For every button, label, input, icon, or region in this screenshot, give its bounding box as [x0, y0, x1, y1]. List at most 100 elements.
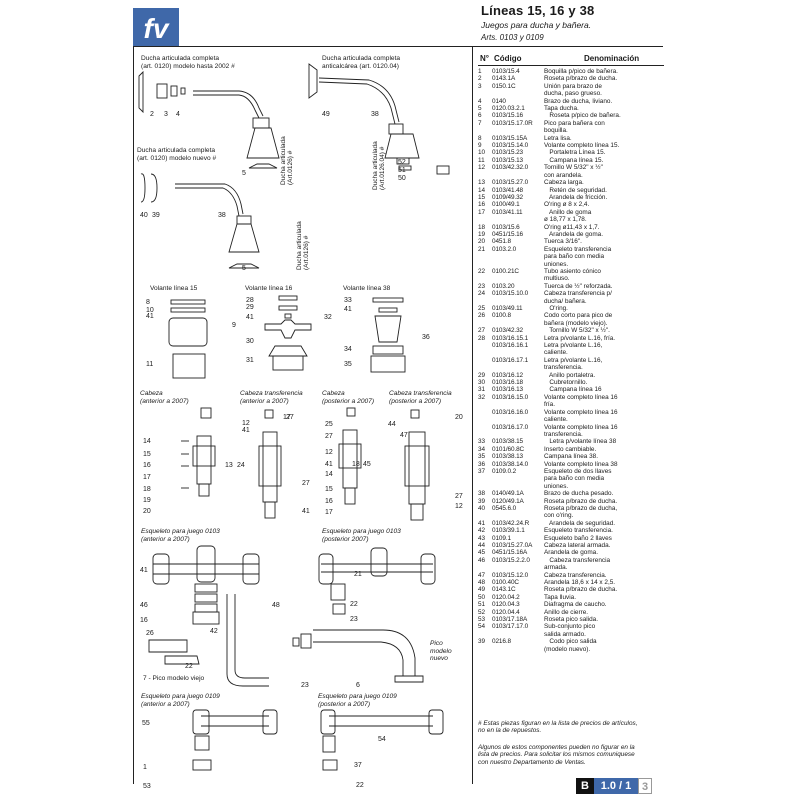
row-name: Arandela de seguridad.: [544, 519, 616, 527]
callout-number: 55: [142, 720, 150, 727]
label-shower-anticalc: Ducha articulada completa anticalcárea (…: [322, 55, 401, 70]
valve-head-1: [181, 407, 216, 497]
row-name: Sub-conjunto pico salida armado.: [544, 623, 596, 638]
row-code: 0103/41.48: [492, 186, 523, 194]
row-number: 47: [478, 571, 486, 579]
row-number: 53: [478, 616, 486, 624]
callout-number: 38: [371, 111, 379, 118]
body-0109-old: [192, 709, 278, 771]
row-name: Esqueleto de dos llaves para baño con me…: [544, 467, 612, 490]
callout-number: 1: [143, 764, 147, 771]
logo-text: fv: [144, 13, 170, 44]
callout-number: 36: [422, 334, 430, 341]
row-number: 8: [478, 134, 482, 142]
row-number: 34: [478, 445, 486, 453]
row-number: 25: [478, 305, 486, 312]
callout-number: 16: [140, 617, 148, 624]
callout-number: 54: [378, 736, 386, 743]
row-code: 0103/16.15.0: [492, 393, 529, 401]
col-num-header: N°: [480, 54, 489, 63]
row-name: Roseta p/brazo de ducha.: [544, 586, 618, 594]
row-name: Retén de seguridad.: [544, 186, 607, 194]
row-name: Volante completo línea 16 transferencia.: [544, 423, 618, 438]
page-indicator: B 1.0 / 1 3: [576, 778, 652, 794]
row-code: 0120.04.4: [492, 608, 520, 616]
row-code: 0103/42.32.0: [492, 164, 529, 172]
row-number: 21: [478, 245, 486, 253]
label-ducha-art-1: Ducha articulada (Art.0126) #: [280, 136, 294, 185]
callout-number: 50: [398, 175, 406, 182]
row-code: 0103/38.14.0: [492, 460, 529, 468]
callout-number: 41: [146, 313, 154, 320]
callout-number: 30: [246, 338, 254, 345]
handle-line-16: [264, 295, 312, 371]
callout-number: 31: [246, 357, 254, 364]
row-number: 3: [478, 82, 482, 90]
label-spout-old: 7 - Pico modelo viejo: [143, 675, 205, 682]
row-code: 0103/15.17.0R: [492, 119, 533, 127]
callout-number: 32: [324, 314, 332, 321]
row-name: Volante completo línea 16 fría.: [544, 393, 618, 409]
callout-number: 47: [400, 432, 408, 439]
row-number: 39: [478, 638, 486, 646]
callout-number: 37: [354, 762, 362, 769]
row-name: Tornillo W 5/32" x ½" con arandela.: [544, 164, 603, 179]
row-number: 28: [478, 334, 486, 342]
row-code: 0103/16.13: [492, 386, 523, 394]
callout-number: 15: [143, 451, 151, 458]
row-code: 0103/38.13: [492, 453, 523, 461]
callout-number: 33: [344, 297, 352, 304]
row-name: Roseta p/brazo de ducha, con o'ring.: [544, 504, 618, 520]
row-name: Brazo de ducha, liviano.: [544, 97, 613, 105]
callout-number: 15: [325, 486, 333, 493]
row-number: 18: [478, 223, 486, 231]
row-code: 0109/49.32: [492, 193, 523, 201]
label-body-0109-new: Esqueleto para juego 0109 (posterior a 2…: [318, 693, 397, 708]
callout-number: 29: [246, 304, 254, 311]
label-head-transfer-old: Cabeza transferencia (anterior a 2007): [240, 390, 303, 405]
row-number: 52: [478, 608, 486, 616]
callout-number: 49: [322, 111, 330, 118]
page-subtitle: Juegos para ducha y bañera.: [481, 20, 592, 30]
row-number: 54: [478, 623, 486, 631]
valve-head-transfer-1: [258, 409, 282, 519]
body-0103-old: [152, 545, 260, 625]
row-name: Tuerca 3/16".: [544, 238, 582, 246]
callout-number: 5: [242, 265, 246, 272]
callout-number: 34: [344, 346, 352, 353]
row-code: 0103/16.16.0: [492, 408, 529, 416]
col-code-header: Código: [494, 54, 522, 63]
callout-number: 17: [325, 509, 333, 516]
row-name: Letra p/volante L.16, transferencia.: [544, 356, 603, 372]
label-body-0109-old: Esqueleto para juego 0109 (anterior a 20…: [141, 693, 220, 708]
label-ducha-art-2: Ducha articulada (Art.0126.04) #: [372, 141, 386, 190]
callout-number: 17: [143, 474, 151, 481]
row-number: 15: [478, 193, 486, 201]
row-code: 0103/15.16: [492, 112, 523, 120]
row-name: Portaletra Línea 15.: [544, 149, 606, 157]
row-number: 51: [478, 601, 486, 609]
row-number: 24: [478, 290, 486, 298]
row-name: Cabeza larga.: [544, 179, 584, 187]
shower-arm-anticalc: [308, 63, 450, 175]
row-number: 29: [478, 371, 486, 379]
callout-number: 4: [176, 111, 180, 118]
row-code: 0451/15.16: [492, 230, 523, 238]
row-code: 0103/16.12: [492, 371, 523, 379]
callout-number: 22: [350, 601, 358, 608]
row-number: 43: [478, 534, 486, 542]
row-name: Campana línea 15.: [544, 156, 604, 164]
row-number: 45: [478, 549, 486, 557]
row-number: 10: [478, 149, 486, 157]
